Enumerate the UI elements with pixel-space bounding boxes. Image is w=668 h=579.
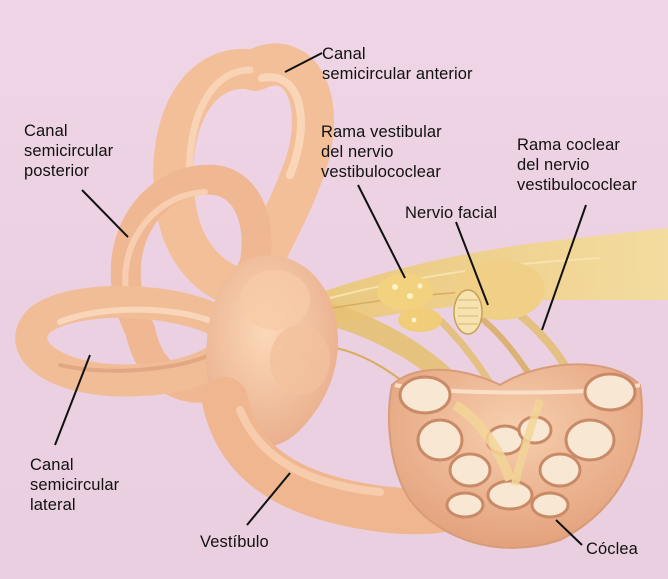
leader-posterior-canal bbox=[82, 190, 128, 237]
cochlea-label: Cóclea bbox=[586, 539, 638, 559]
leader-vestibular-branch bbox=[358, 185, 405, 278]
lateral-canal-label: Canal semicircular lateral bbox=[30, 455, 119, 515]
vestibular-branch-label: Rama vestibular del nervio vestibulococl… bbox=[321, 122, 442, 182]
anterior-canal-label: Canal semicircular anterior bbox=[322, 44, 473, 84]
cochlear-branch-label: Rama coclear del nervio vestibulococlear bbox=[517, 135, 637, 195]
vestibule-label: Vestíbulo bbox=[200, 532, 269, 552]
facial-nerve-label: Nervio facial bbox=[405, 203, 497, 223]
posterior-canal-label: Canal semicircular posterior bbox=[24, 121, 113, 181]
